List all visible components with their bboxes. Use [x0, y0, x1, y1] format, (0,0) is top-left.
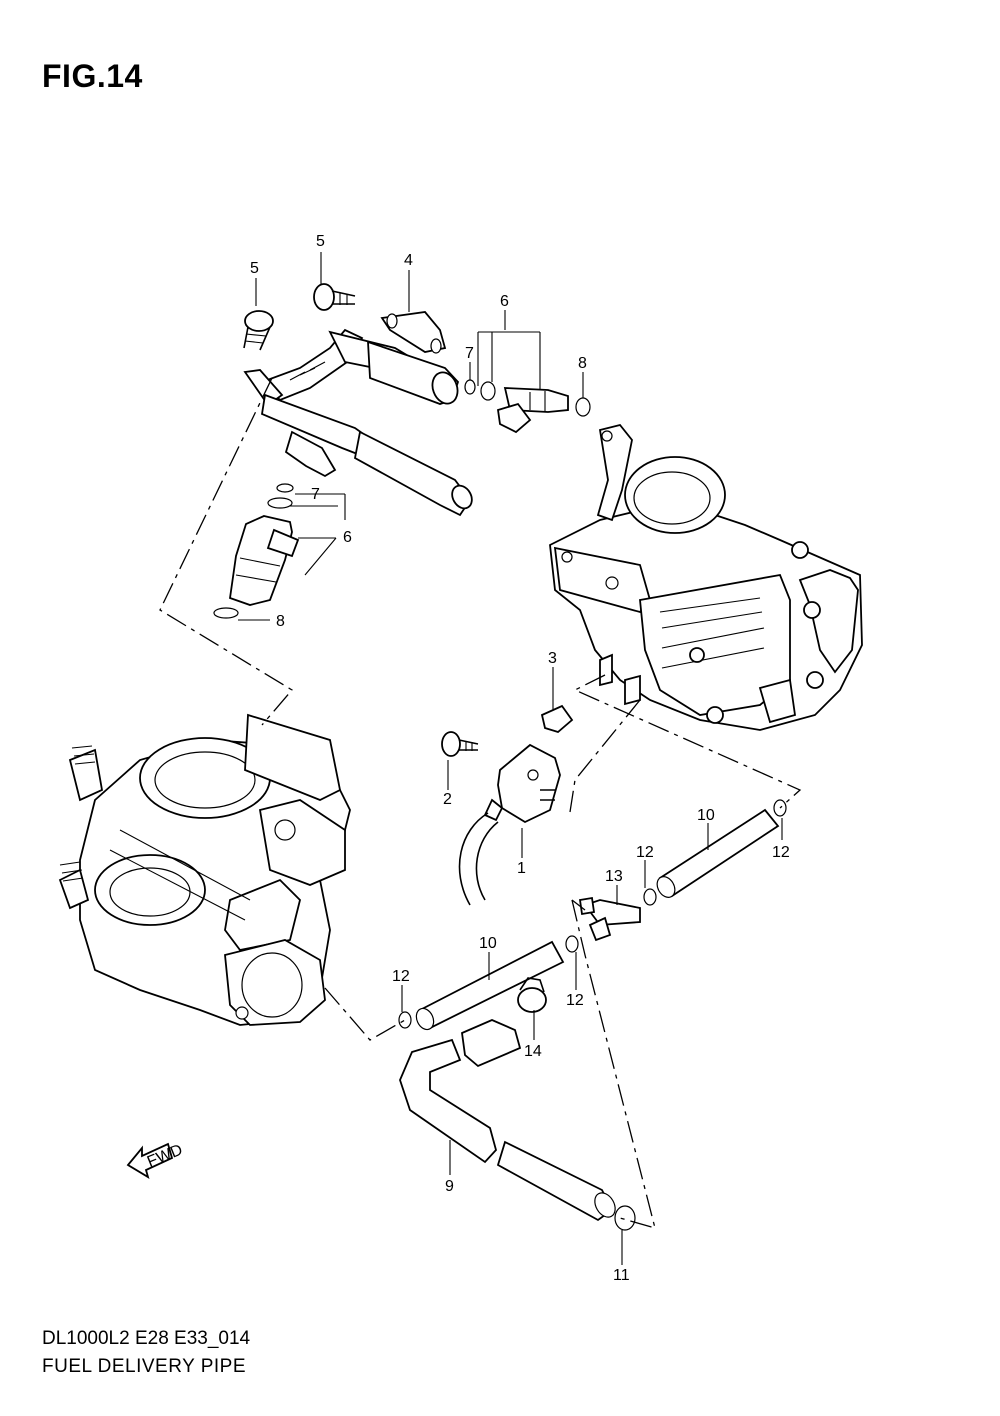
- hose-part-9: [399, 1019, 616, 1222]
- diagram-code: DL1000L2 E28 E33_014: [42, 1328, 251, 1349]
- callout-4: 4: [404, 252, 413, 269]
- clip-part-12-c: [565, 935, 579, 953]
- pressure-sensor-part-1: [458, 743, 561, 906]
- cap-part-3: [540, 704, 574, 734]
- callout-2: 2: [443, 791, 452, 808]
- callout-5a: 5: [250, 260, 259, 277]
- callout-6b: 6: [343, 529, 352, 546]
- callout-13: 13: [605, 868, 623, 885]
- fuel-delivery-pipe: [243, 311, 473, 517]
- callout-7b: 7: [311, 486, 320, 503]
- throttle-body-left: [58, 713, 351, 1026]
- callout-12c: 12: [566, 992, 584, 1009]
- callout-8b: 8: [276, 613, 285, 630]
- callout-12a: 12: [772, 844, 790, 861]
- callout-14: 14: [524, 1043, 542, 1060]
- callout-9: 9: [445, 1178, 454, 1195]
- clip-part-12-d: [398, 1011, 412, 1029]
- screw-5-top: [313, 283, 356, 311]
- leader-lines: [238, 252, 783, 1265]
- forward-arrow-icon: FWD: [126, 1142, 185, 1179]
- callout-7a: 7: [465, 345, 474, 362]
- throttle-body-right: [549, 423, 863, 731]
- reference-lines: [159, 377, 802, 1229]
- callout-6a: 6: [500, 293, 509, 310]
- clamp-part-14: [517, 977, 547, 1013]
- callout-8a: 8: [578, 355, 587, 372]
- diagram-caption: FUEL DELIVERY PIPE: [42, 1356, 247, 1377]
- screw-part-2: [441, 731, 479, 757]
- fuel-injector-left: [213, 483, 300, 619]
- callout-10a: 10: [697, 807, 715, 824]
- callout-labels: 5 5 4 6 7 8 7 6 8 3 2 1 10 12 12 13 10 1…: [250, 233, 790, 1284]
- clip-part-11: [614, 1205, 636, 1231]
- callout-5b: 5: [316, 233, 325, 250]
- clip-part-12-b: [643, 888, 657, 906]
- callout-12d: 12: [392, 968, 410, 985]
- t-joint-part-13: [578, 896, 641, 942]
- callout-1: 1: [517, 860, 526, 877]
- hose-part-10-lower: [415, 940, 565, 1031]
- fuel-injector-upper: [464, 379, 591, 434]
- callout-3: 3: [548, 650, 557, 667]
- screw-5-left: [243, 310, 274, 351]
- figure-title: FIG.14: [42, 58, 143, 94]
- callout-12b: 12: [636, 844, 654, 861]
- callout-10b: 10: [479, 935, 497, 952]
- callout-11: 11: [613, 1267, 630, 1284]
- hose-part-10-upper: [656, 808, 780, 898]
